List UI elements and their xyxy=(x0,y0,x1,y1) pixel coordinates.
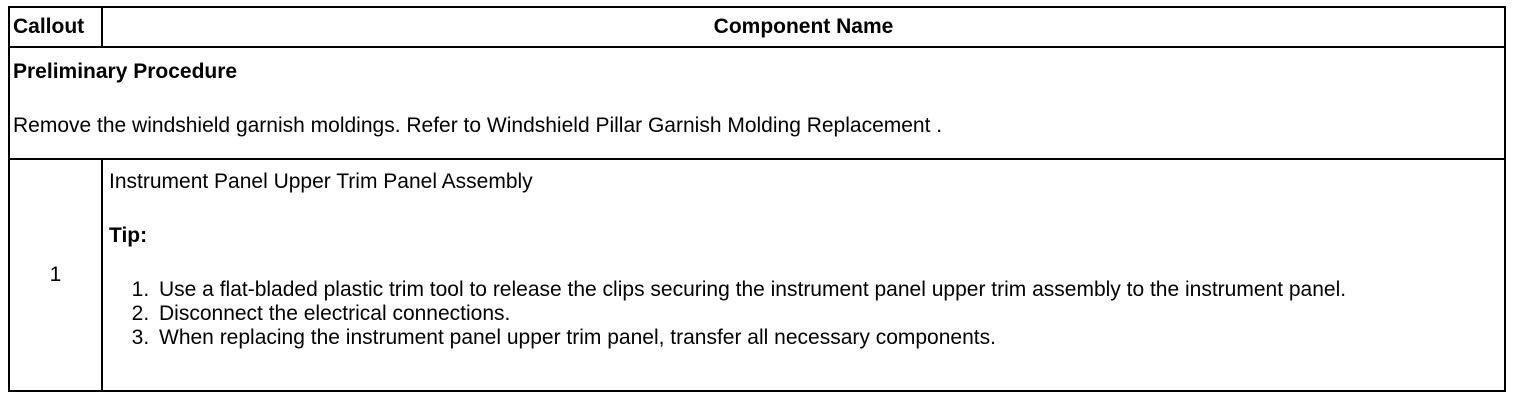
list-item: When replacing the instrument panel uppe… xyxy=(155,326,1498,350)
list-item: Disconnect the electrical connections. xyxy=(155,302,1498,326)
list-item: Use a flat-bladed plastic trim tool to r… xyxy=(155,278,1498,302)
component-name: Instrument Panel Upper Trim Panel Assemb… xyxy=(109,170,533,193)
preliminary-procedure-cell: Preliminary Procedure Remove the windshi… xyxy=(8,46,1506,160)
header-row: Callout Component Name xyxy=(8,6,1506,48)
table-row: 1 Instrument Panel Upper Trim Panel Asse… xyxy=(8,158,1506,392)
tip-label: Tip: xyxy=(109,224,148,247)
tip-steps-list: Use a flat-bladed plastic trim tool to r… xyxy=(109,278,1498,350)
preliminary-procedure-row: Preliminary Procedure Remove the windshi… xyxy=(8,46,1506,160)
procedure-table: Callout Component Name Preliminary Proce… xyxy=(8,6,1506,392)
callout-number: 1 xyxy=(8,158,103,392)
component-cell: Instrument Panel Upper Trim Panel Assemb… xyxy=(101,158,1506,392)
preliminary-procedure-title: Preliminary Procedure xyxy=(13,60,238,83)
preliminary-procedure-text: Remove the windshield garnish moldings. … xyxy=(13,114,943,137)
callout-column-header: Callout xyxy=(8,6,103,48)
component-name-column-header: Component Name xyxy=(101,6,1506,48)
